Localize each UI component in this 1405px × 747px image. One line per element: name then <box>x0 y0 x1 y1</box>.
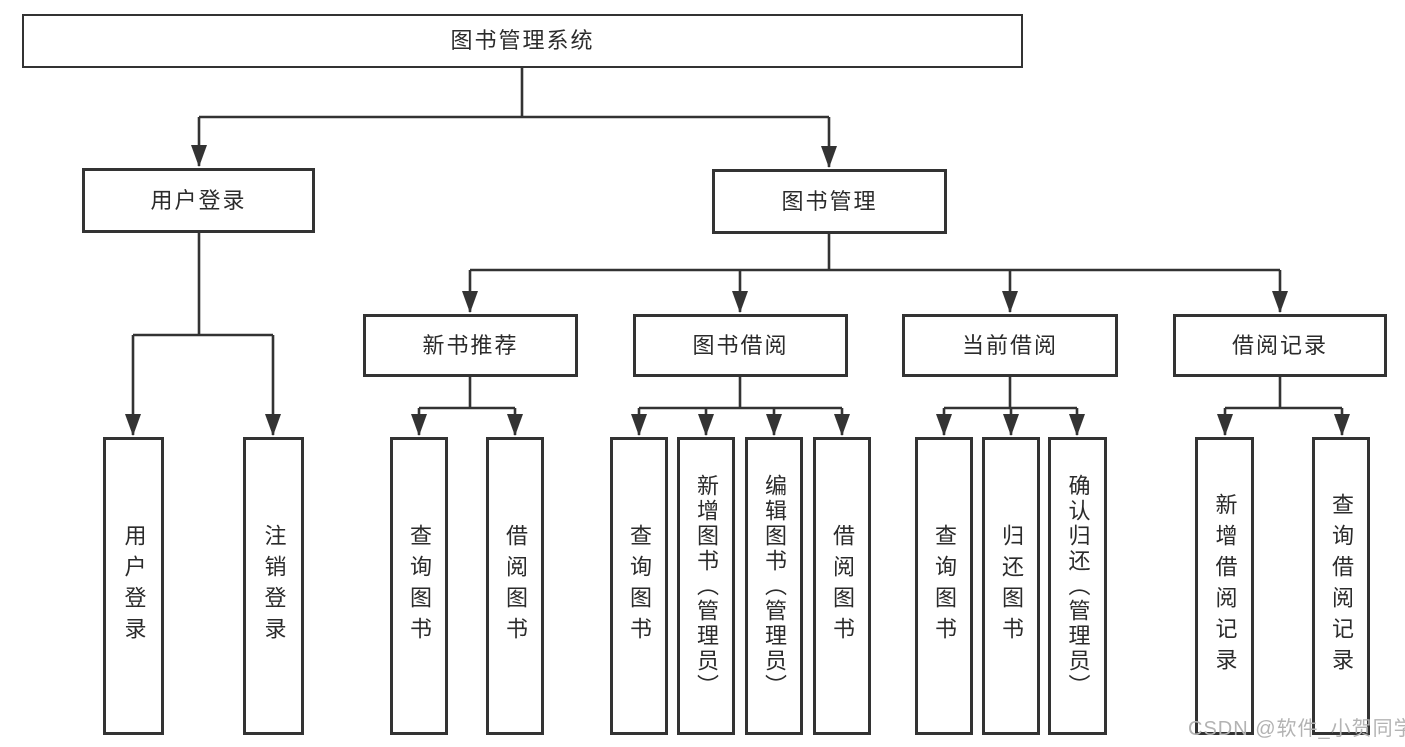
node-label: 用户登录 <box>121 524 147 648</box>
leaf-borrow-books-2: 借阅图书 <box>813 437 871 735</box>
leaf-add-borrow-record: 新增借阅记录 <box>1195 437 1254 735</box>
node-label: 借阅图书 <box>830 524 855 648</box>
node-label: 图书管理系统 <box>450 28 595 53</box>
leaf-query-books-2: 查询图书 <box>610 437 668 735</box>
connector-book-management-children <box>462 234 1288 313</box>
node-label: 查询图书 <box>627 524 652 648</box>
connector-new-book-children <box>411 377 523 436</box>
node-label: 查询借阅记录 <box>1329 493 1354 679</box>
node-label: 新书推荐 <box>422 332 519 358</box>
connector-current-borrow-children <box>936 377 1085 436</box>
node-label: 当前借阅 <box>961 332 1058 358</box>
node-label: 新增借阅记录 <box>1212 493 1238 679</box>
node-label: 图书借阅 <box>692 332 789 358</box>
connector-book-borrow-children <box>631 377 850 436</box>
node-label: 用户登录 <box>150 187 247 213</box>
leaf-query-books-3: 查询图书 <box>915 437 973 735</box>
leaf-edit-books-admin: 编辑图书（管理员） <box>745 437 803 735</box>
connector-root-to-level2 <box>191 68 837 168</box>
node-label: 查询图书 <box>932 524 957 648</box>
node-label: 图书管理 <box>781 188 878 214</box>
leaf-confirm-return-admin: 确认归还（管理员） <box>1048 437 1107 735</box>
watermark: CSDN @软件_小贺同学 <box>1188 718 1405 740</box>
leaf-query-borrow-record: 查询借阅记录 <box>1312 437 1370 735</box>
node-borrowing-records: 借阅记录 <box>1173 314 1387 377</box>
leaf-return-books: 归还图书 <box>982 437 1040 735</box>
leaf-logout-login: 注销登录 <box>243 437 304 735</box>
connector-borrow-record-children <box>1217 377 1350 436</box>
node-book-borrowing: 图书借阅 <box>633 314 848 377</box>
connector-user-login-children <box>125 233 281 436</box>
node-label: 确认归还（管理员） <box>1065 473 1091 699</box>
node-label: 注销登录 <box>261 524 287 648</box>
node-label: 借阅记录 <box>1231 332 1328 358</box>
leaf-borrow-books-1: 借阅图书 <box>486 437 544 735</box>
leaf-add-books-admin: 新增图书（管理员） <box>677 437 735 735</box>
leaf-query-books-1: 查询图书 <box>390 437 448 735</box>
node-label: 借阅图书 <box>503 524 528 648</box>
node-new-book-recommend: 新书推荐 <box>363 314 578 377</box>
leaf-user-login: 用户登录 <box>103 437 164 735</box>
node-current-borrowing: 当前借阅 <box>902 314 1118 377</box>
node-label: 新增图书（管理员） <box>694 473 719 699</box>
node-user-login: 用户登录 <box>82 168 315 233</box>
node-label: 归还图书 <box>999 524 1024 648</box>
node-book-management: 图书管理 <box>712 169 947 234</box>
node-library-system: 图书管理系统 <box>22 14 1023 68</box>
node-label: 编辑图书（管理员） <box>762 473 787 699</box>
node-label: 查询图书 <box>407 524 432 648</box>
